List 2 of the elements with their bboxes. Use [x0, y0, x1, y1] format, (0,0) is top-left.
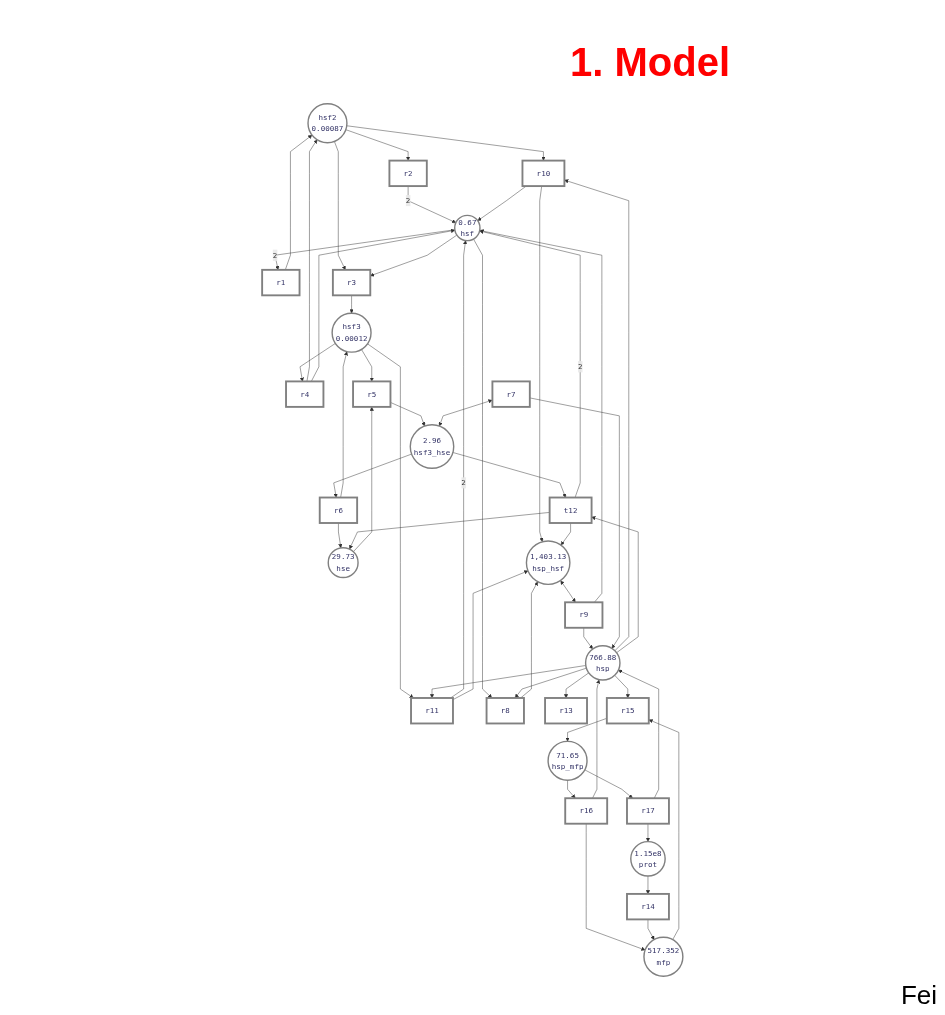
note-text: Fei: [900, 980, 937, 1010]
diagram-title: 1. Model: [570, 40, 731, 85]
